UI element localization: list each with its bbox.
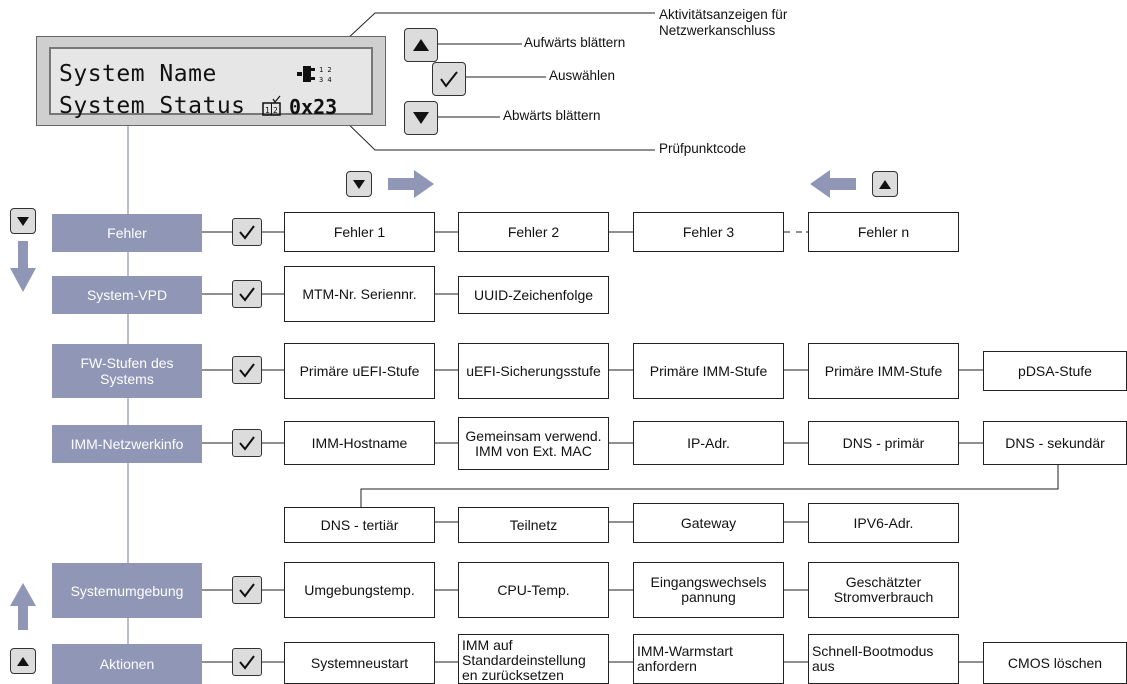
box-eingangswechselspannung: Eingangswechsels pannung (633, 562, 784, 618)
network-activity-icon: 1 2 3 4 (297, 66, 332, 84)
box-cpu-temp: CPU-Temp. (458, 562, 609, 618)
scroll-down-button-small[interactable] (346, 171, 372, 197)
box-ip-adr: IP-Adr. (633, 421, 784, 465)
box-uuid: UUID-Zeichenfolge (458, 276, 609, 314)
checkmark-icon (440, 71, 458, 88)
checkmark-icon (239, 225, 255, 240)
select-button-fehler[interactable] (232, 218, 262, 246)
triangle-up-icon (17, 656, 29, 666)
scroll-up-button-small[interactable] (872, 171, 898, 197)
lcd-screen: System Name System Status 1 2 3 4 1 2 0x… (49, 47, 373, 119)
menu-imm-netzwerkinfo[interactable]: IMM-Netzwerkinfo (52, 425, 202, 463)
box-imm-zuruecksetzen: IMM auf Standardeinstellung en zurückset… (458, 634, 609, 684)
scroll-up-button-left[interactable] (10, 648, 36, 674)
lcd-panel: System Name System Status 1 2 3 4 1 2 0x… (36, 36, 386, 126)
box-gateway: Gateway (633, 503, 784, 543)
box-dns-primaer: DNS - primär (808, 421, 959, 465)
scroll-up-button[interactable] (404, 28, 438, 62)
checkmark-icon (239, 655, 255, 670)
triangle-up-icon (879, 179, 891, 189)
svg-text:1: 1 (265, 106, 270, 115)
svg-text:3 4: 3 4 (319, 76, 332, 84)
box-dns-sekundaer: DNS - sekundär (983, 421, 1127, 465)
box-teilnetz: Teilnetz (458, 507, 609, 543)
svg-text:2: 2 (273, 106, 278, 115)
select-button-vpd[interactable] (232, 280, 262, 308)
checkmark-icon (239, 436, 255, 451)
checkpoint-callout: Prüfpunktcode (659, 141, 747, 156)
lcd-line-1: System Name (59, 61, 217, 87)
checkmark-icon (239, 583, 255, 598)
activity-callout: Aktivitätsanzeigen für Netzwerkanschluss (659, 7, 788, 38)
box-imm-warmstart: IMM-Warmstart anfordern (633, 634, 784, 684)
select-button-fw[interactable] (232, 356, 262, 384)
box-fehler-2: Fehler 2 (458, 212, 609, 252)
box-systemneustart: Systemneustart (284, 642, 435, 684)
menu-fehler[interactable]: Fehler (52, 214, 202, 252)
scroll-down-button[interactable] (404, 101, 438, 135)
triangle-down-icon (17, 216, 29, 226)
box-gemeinsam-imm: Gemeinsam verwend. IMM von Ext. MAC (458, 417, 609, 470)
box-dns-tertiaer: DNS - tertiär (284, 507, 435, 543)
checkmark-icon (239, 363, 255, 378)
box-fehler-1: Fehler 1 (284, 212, 435, 252)
triangle-down-icon (353, 179, 365, 189)
select-button-imm[interactable] (232, 429, 262, 457)
select-callout: Auswählen (549, 68, 616, 83)
menu-systemumgebung[interactable]: Systemumgebung (52, 563, 202, 618)
box-pdsa: pDSA-Stufe (983, 351, 1127, 391)
box-primaere-imm-2: Primäre IMM-Stufe (808, 343, 959, 399)
system-status-icon: 1 2 (262, 95, 281, 116)
box-stromverbrauch: Geschätzter Stromverbrauch (808, 562, 959, 618)
select-button[interactable] (432, 62, 466, 96)
box-fehler-n: Fehler n (808, 212, 959, 252)
box-primaere-imm-1: Primäre IMM-Stufe (633, 343, 784, 399)
select-button-env[interactable] (232, 576, 262, 604)
checkpoint-code: 0x23 (289, 95, 338, 119)
box-uefi-sicherung: uEFI-Sicherungsstufe (458, 343, 609, 399)
select-button-actions[interactable] (232, 648, 262, 676)
box-cmos-loeschen: CMOS löschen (983, 642, 1127, 684)
scroll-down-callout: Abwärts blättern (503, 108, 601, 123)
triangle-down-icon (413, 112, 429, 124)
box-ipv6: IPV6-Adr. (808, 503, 959, 543)
scroll-down-button-left[interactable] (10, 208, 36, 234)
box-primaere-uefi: Primäre uEFI-Stufe (284, 343, 435, 399)
box-schnell-bootmodus: Schnell-Bootmodus aus (808, 634, 959, 684)
checkmark-icon (239, 287, 255, 302)
menu-aktionen[interactable]: Aktionen (52, 644, 202, 684)
triangle-up-icon (413, 39, 429, 51)
svg-text:1 2: 1 2 (319, 66, 332, 74)
lcd-line-2: System Status (59, 93, 246, 119)
menu-fw-stufen[interactable]: FW-Stufen des Systems (52, 344, 202, 398)
scroll-up-callout: Aufwärts blättern (524, 35, 626, 50)
box-umgebungstemp: Umgebungstemp. (284, 562, 435, 618)
box-mtm-seriennr: MTM-Nr. Seriennr. (284, 266, 435, 322)
menu-system-vpd[interactable]: System-VPD (52, 276, 202, 314)
box-imm-hostname: IMM-Hostname (284, 421, 435, 465)
box-fehler-3: Fehler 3 (633, 212, 784, 252)
